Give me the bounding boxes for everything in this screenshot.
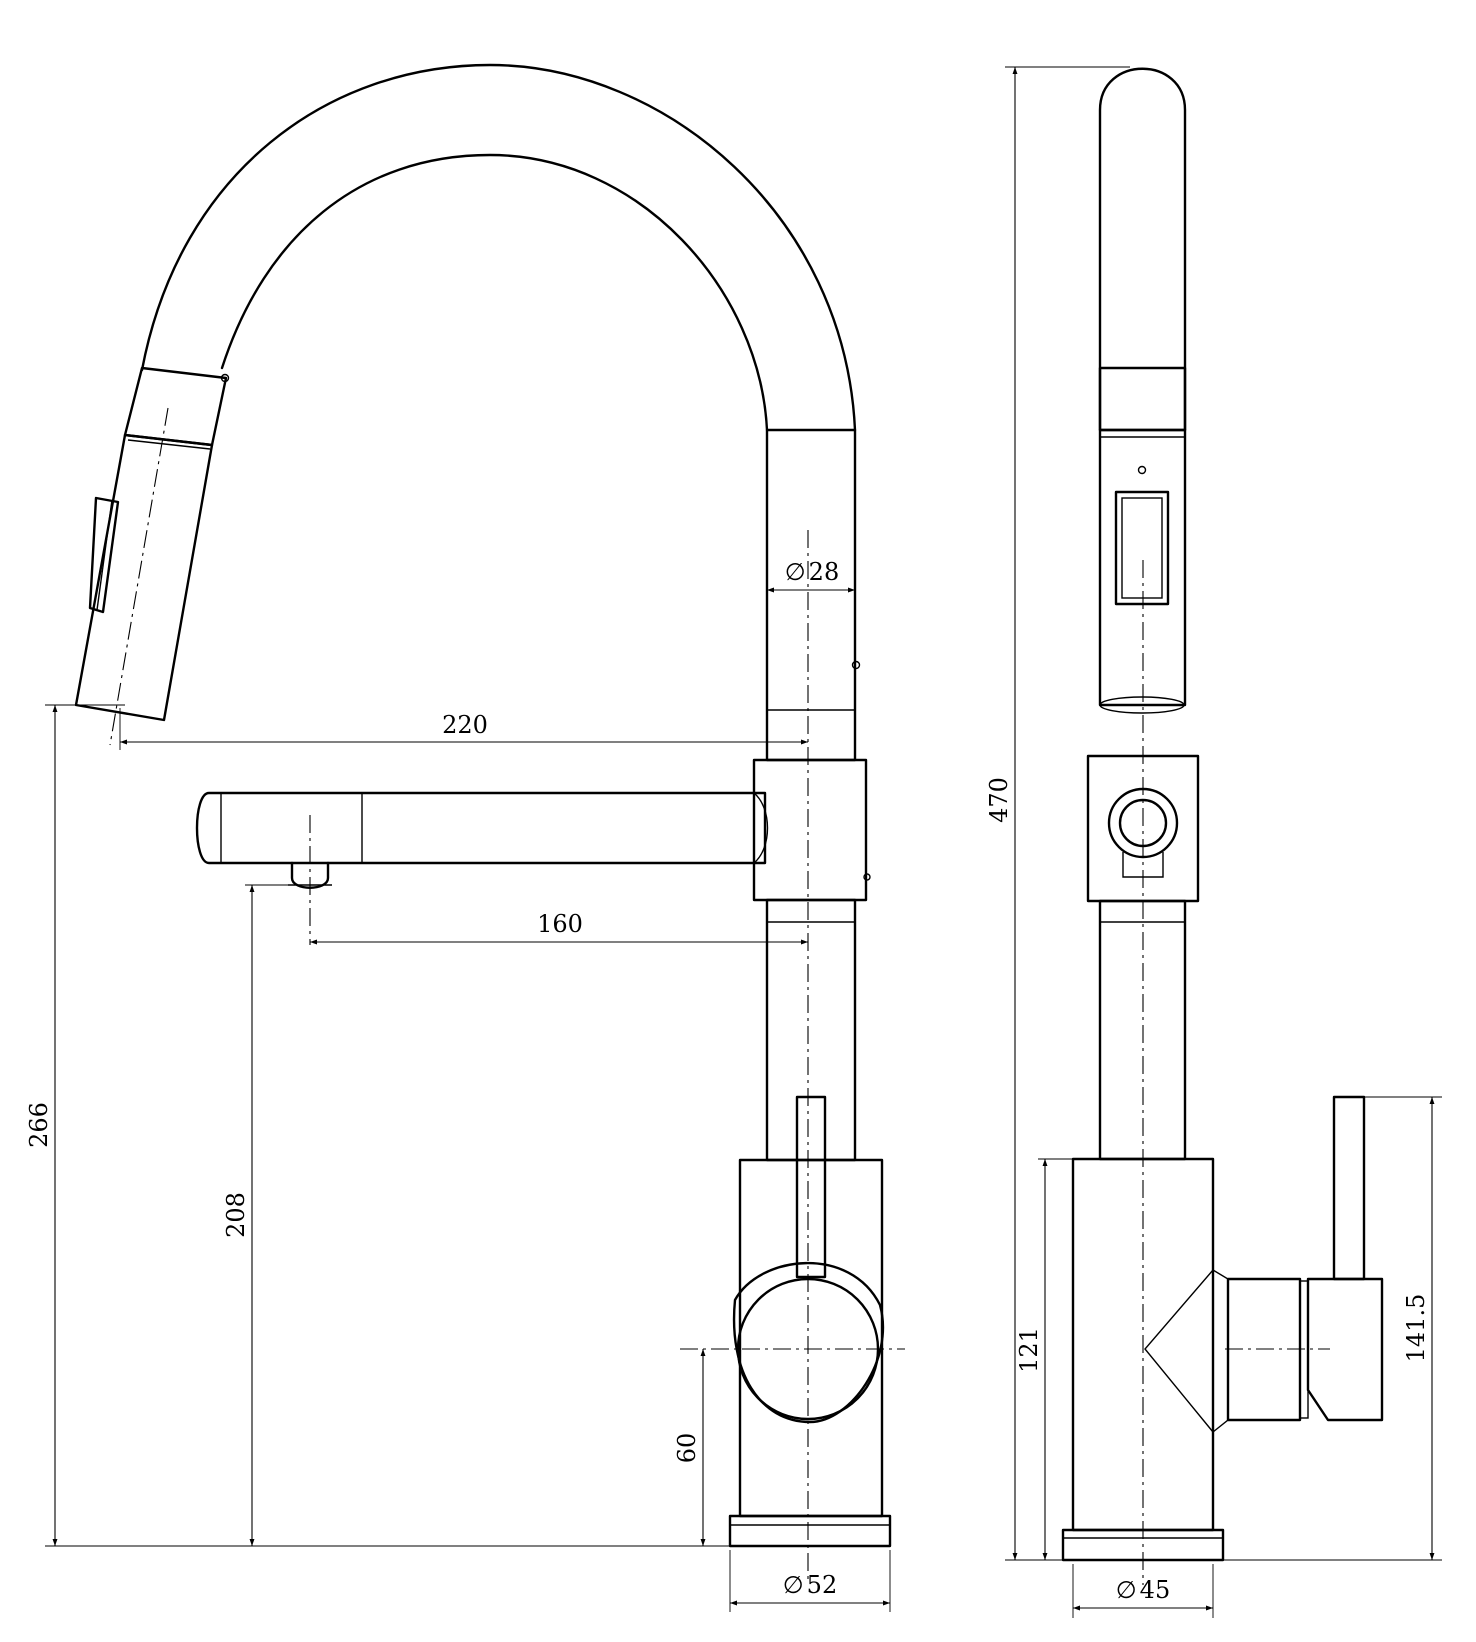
dimension-lines [45, 66, 1442, 1618]
dim-label-121: 121 [1015, 1327, 1043, 1373]
dim-label-28: ∅28 [785, 558, 839, 586]
side-spout-tube [1098, 67, 1187, 432]
diameter-symbol: ∅ [783, 1571, 804, 1599]
side-spray-head [1098, 428, 1187, 707]
dim-label-141-5: 141.5 [1402, 1294, 1430, 1363]
spout-arc-outer [140, 63, 857, 432]
side-spray-button [1114, 490, 1170, 606]
dim-label-470: 470 [985, 777, 1013, 823]
side-lever [1332, 1095, 1366, 1281]
side-lever-housing [1306, 1277, 1384, 1422]
front-lever [795, 1095, 827, 1279]
dimension-labels: 220 160 ∅28 ∅52 ∅45 266 208 60 470 121 1… [25, 558, 1430, 1604]
filter-spout [195, 791, 767, 865]
side-view [1061, 67, 1384, 1585]
dim-label-160: 160 [537, 910, 583, 938]
spray-button [88, 496, 120, 614]
pivot-block [752, 758, 868, 902]
diameter-symbol: ∅ [785, 558, 806, 586]
dim-label-52: ∅52 [783, 1571, 837, 1599]
spout-arc-inner [220, 153, 769, 432]
diameter-symbol: ∅ [1116, 1576, 1137, 1604]
front-view [74, 63, 905, 1580]
dim-label-266: 266 [25, 1102, 53, 1148]
spray-head-collar [123, 366, 228, 447]
dim-label-60: 60 [673, 1433, 701, 1464]
dim-label-208: 208 [222, 1192, 250, 1238]
faucet-body [738, 1158, 884, 1518]
dim-label-45: ∅45 [1116, 1576, 1170, 1604]
spray-head-body [74, 433, 214, 722]
base-ring [728, 1514, 892, 1548]
dim-label-220: 220 [442, 711, 488, 739]
